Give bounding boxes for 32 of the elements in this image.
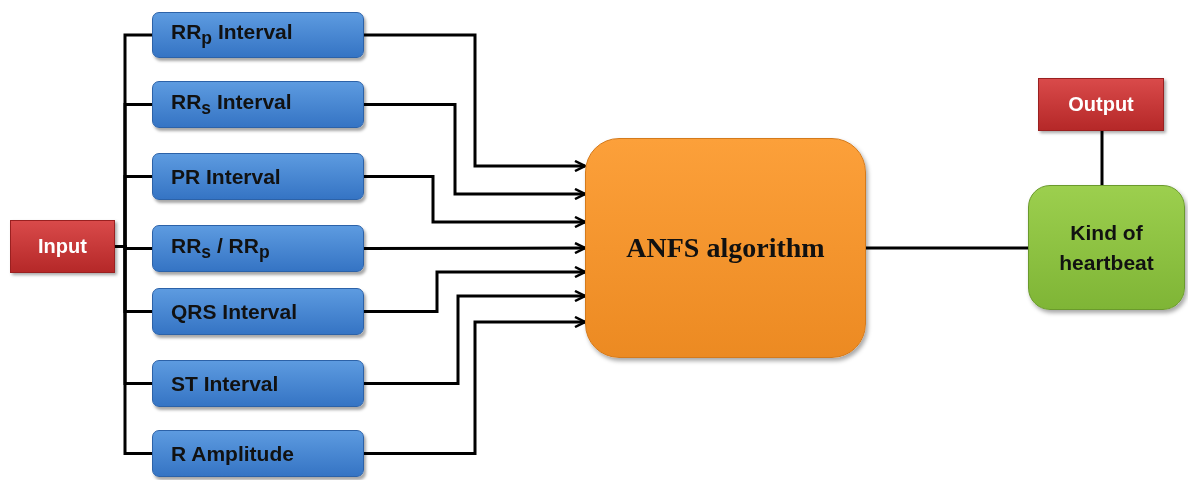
process-box [1038, 78, 1164, 131]
process-box [152, 430, 364, 477]
box-label: RR$_{p}$ Interval [171, 20, 293, 50]
process-box [152, 153, 364, 200]
process-box [10, 220, 115, 273]
process-box [585, 138, 866, 358]
connector-line [115, 245, 152, 455]
box-label: Kind of heartbeat [1058, 220, 1155, 276]
process-box [152, 81, 364, 128]
arrow [364, 265, 587, 313]
box-label: ANFS algorithm [626, 232, 825, 264]
process-box [152, 360, 364, 407]
process-box [1028, 185, 1185, 310]
box-label: PR Interval [171, 164, 281, 189]
arrow [364, 175, 587, 229]
connector-line [866, 246, 1028, 250]
box-label: RR$_{s}$ Interval [171, 89, 292, 120]
box-label: R Amplitude [171, 441, 294, 466]
box-label: RR$_{s}$ / RR$_{p}$ [171, 233, 270, 264]
box-label: Output [1068, 93, 1134, 116]
box-label: ST Interval [171, 371, 279, 396]
process-box [152, 12, 364, 58]
arrow [364, 289, 587, 385]
arrow [364, 103, 587, 201]
connector-line [1100, 131, 1104, 185]
process-box [152, 225, 364, 272]
arrow [364, 241, 587, 255]
box-label: Input [38, 235, 87, 258]
arrow [364, 33, 587, 173]
arrow [364, 315, 587, 455]
box-label: QRS Interval [171, 299, 298, 324]
process-box [152, 288, 364, 335]
